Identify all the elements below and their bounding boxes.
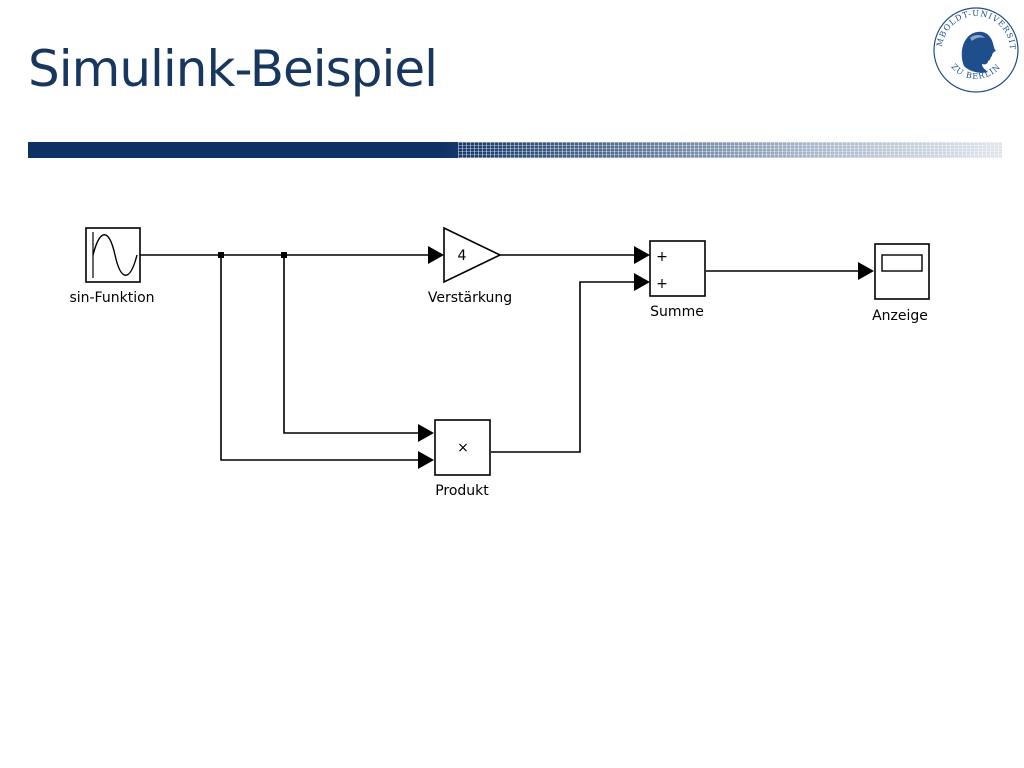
arrow-scope-input bbox=[858, 262, 874, 280]
line-product-to-sum bbox=[491, 281, 634, 453]
line-branch-to-product-in1 bbox=[283, 255, 418, 434]
sine-block-label: sin-Funktion bbox=[69, 290, 154, 306]
gain-block-label: Verstärkung bbox=[428, 290, 512, 306]
signal-lines bbox=[140, 254, 858, 461]
sine-block[interactable] bbox=[85, 227, 141, 283]
scope-block-label: Anzeige bbox=[872, 308, 928, 324]
branch-point-2 bbox=[281, 252, 287, 258]
gain-block[interactable]: 4 bbox=[443, 226, 502, 284]
sum-sign-1: + bbox=[656, 249, 668, 265]
sum-block[interactable]: + + bbox=[649, 240, 706, 297]
sum-sign-2: + bbox=[656, 276, 668, 292]
gain-value: 4 bbox=[458, 248, 467, 264]
humboldt-university-seal-icon: HUMBOLDT-UNIVERSITÄT ZU BERLIN bbox=[930, 4, 1019, 93]
seal-portrait bbox=[961, 31, 996, 73]
title-underline-bar bbox=[28, 142, 1002, 158]
product-symbol: × bbox=[457, 440, 469, 456]
sine-wave-icon bbox=[92, 234, 138, 276]
branch-point-1 bbox=[218, 252, 224, 258]
arrow-sum-input-2 bbox=[634, 273, 650, 291]
scope-block[interactable] bbox=[874, 243, 930, 300]
slide-title: Simulink-Beispiel bbox=[28, 40, 438, 98]
arrow-product-input-1 bbox=[418, 424, 434, 442]
scope-screen-icon bbox=[881, 254, 923, 272]
product-block-label: Produkt bbox=[435, 483, 489, 499]
product-block[interactable]: × bbox=[434, 419, 491, 476]
title-bar-texture bbox=[458, 142, 1002, 158]
arrow-sum-input-1 bbox=[634, 246, 650, 264]
arrow-product-input-2 bbox=[418, 451, 434, 469]
arrowheads bbox=[418, 246, 874, 469]
sum-block-label: Summe bbox=[650, 304, 704, 320]
line-branch-to-product-in2 bbox=[220, 255, 418, 461]
arrow-gain-input bbox=[428, 246, 444, 264]
